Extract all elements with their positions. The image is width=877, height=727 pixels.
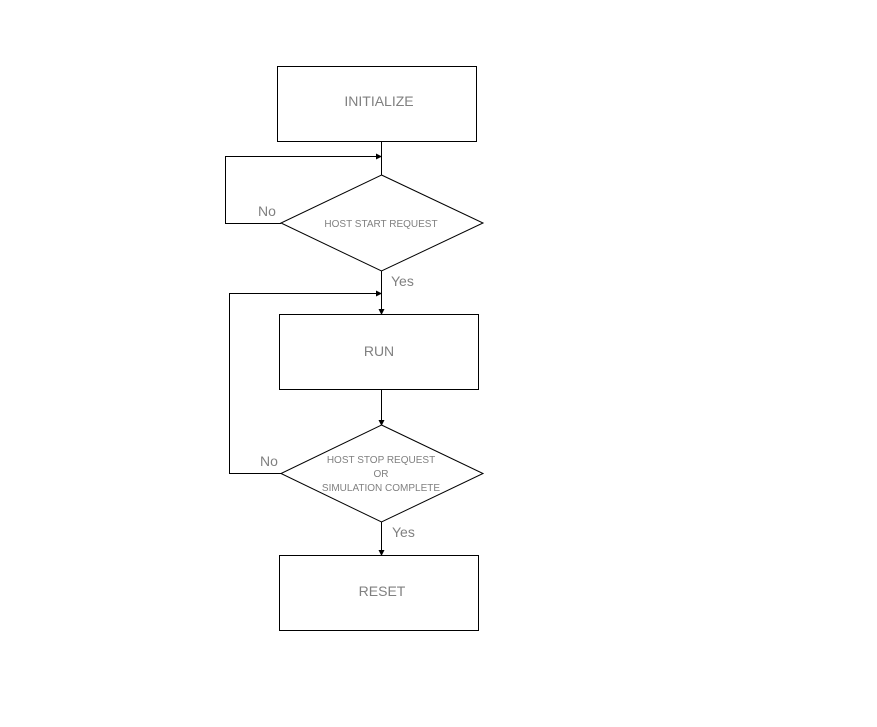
run-label: RUN [364,343,394,359]
initialize-box [277,66,477,142]
reset-box [279,555,479,631]
loop-stop-no [229,293,377,474]
stop-no-label: No [260,453,278,469]
loop-start-no-arrowhead [376,153,382,160]
start-yes-label: Yes [391,273,414,289]
run-node: RUN [279,314,479,390]
stop-yes-label: Yes [392,524,415,540]
loop-start-no [225,156,377,224]
start-no-label: No [258,203,276,219]
initialize-node: INITIALIZE [277,66,477,142]
stop-request-node: HOST STOP REQUEST OR SIMULATION COMPLETE [279,424,485,523]
connector-start-to-run-arrowhead [378,309,385,315]
stop-request-line-2: OR [374,469,389,480]
initialize-label: INITIALIZE [344,93,413,109]
connector-run-to-stop-arrowhead [378,420,385,426]
start-request-label: HOST START REQUEST [324,219,437,230]
start-request-node: HOST START REQUEST [279,174,485,272]
run-box [279,314,479,390]
connector-stop-to-reset-arrowhead [378,550,385,556]
stop-request-line-1: HOST STOP REQUEST [327,455,435,466]
reset-node: RESET [279,555,479,631]
loop-stop-no-arrowhead [376,290,382,297]
reset-label: RESET [359,583,406,599]
stop-request-line-3: SIMULATION COMPLETE [322,483,440,494]
